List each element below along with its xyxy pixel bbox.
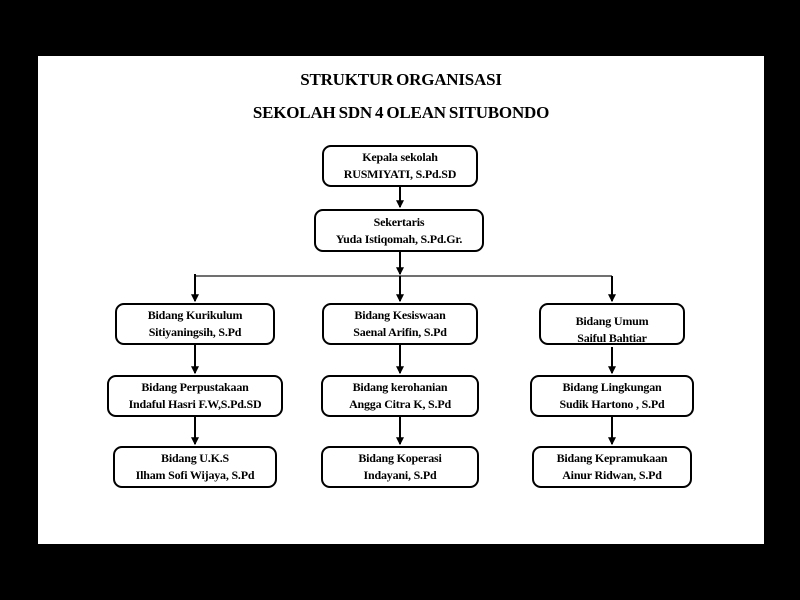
node-person: Indaful Hasri F.W,S.Pd.SD	[128, 397, 262, 411]
slide-canvas: STRUKTUR ORGANISASI SEKOLAH SDN 4 OLEAN …	[38, 56, 764, 544]
node-role: Bidang kerohanian	[352, 380, 448, 394]
node-person: Yuda Istiqomah, S.Pd.Gr.	[335, 231, 463, 246]
node-role: Bidang Perpustakaan	[141, 380, 249, 394]
node-person: Sitiyaningsih, S.Pd	[148, 325, 242, 339]
node-bidang-kerohanian: Bidang kerohanian Angga Citra K, S.Pd	[321, 375, 479, 417]
chart-subtitle: SEKOLAH SDN 4 OLEAN SITUBONDO	[252, 103, 550, 122]
node-person: Indayani, S.Pd	[363, 468, 437, 482]
node-bidang-kurikulum: Bidang Kurikulum Sitiyaningsih, S.Pd	[115, 303, 275, 345]
chart-title: STRUKTUR ORGANISASI	[300, 70, 502, 89]
node-bidang-kepramukaan: Bidang Kepramukaan Ainur Ridwan, S.Pd	[532, 446, 692, 488]
node-person: Ilham Sofi Wijaya, S.Pd	[135, 468, 255, 482]
node-bidang-uks: Bidang U.K.S Ilham Sofi Wijaya, S.Pd	[113, 446, 277, 488]
node-role: Bidang Koperasi	[358, 451, 442, 465]
node-role: Bidang Lingkungan	[562, 380, 662, 394]
node-role: Bidang Kepramukaan	[556, 451, 668, 465]
node-person: Sudik Hartono , S.Pd	[559, 397, 665, 411]
node-person: Ainur Ridwan, S.Pd	[562, 468, 662, 482]
node-role: Bidang U.K.S	[161, 451, 229, 465]
node-bidang-koperasi: Bidang Koperasi Indayani, S.Pd	[321, 446, 479, 488]
node-bidang-perpustakaan: Bidang Perpustakaan Indaful Hasri F.W,S.…	[107, 375, 283, 417]
node-person: RUSMIYATI, S.Pd.SD	[343, 167, 457, 181]
node-role: Bidang Umum	[575, 314, 649, 328]
node-kepala-sekolah: Kepala sekolah RUSMIYATI, S.Pd.SD	[322, 145, 478, 187]
node-person: Saenal Arifin, S.Pd	[353, 325, 447, 339]
node-person: Angga Citra K, S.Pd	[349, 397, 451, 411]
node-role: Bidang Kurikulum	[147, 308, 243, 322]
node-bidang-lingkungan: Bidang Lingkungan Sudik Hartono , S.Pd	[530, 375, 694, 417]
node-bidang-umum: Bidang Umum Saiful Bahtiar	[539, 303, 685, 345]
node-person: Saiful Bahtiar	[577, 331, 647, 345]
node-role: Bidang Kesiswaan	[354, 308, 446, 322]
node-role: Sekertaris	[373, 214, 425, 229]
node-sekertaris: Sekertaris Yuda Istiqomah, S.Pd.Gr.	[314, 209, 484, 252]
node-bidang-kesiswaan: Bidang Kesiswaan Saenal Arifin, S.Pd	[322, 303, 478, 345]
node-role: Kepala sekolah	[362, 150, 438, 164]
